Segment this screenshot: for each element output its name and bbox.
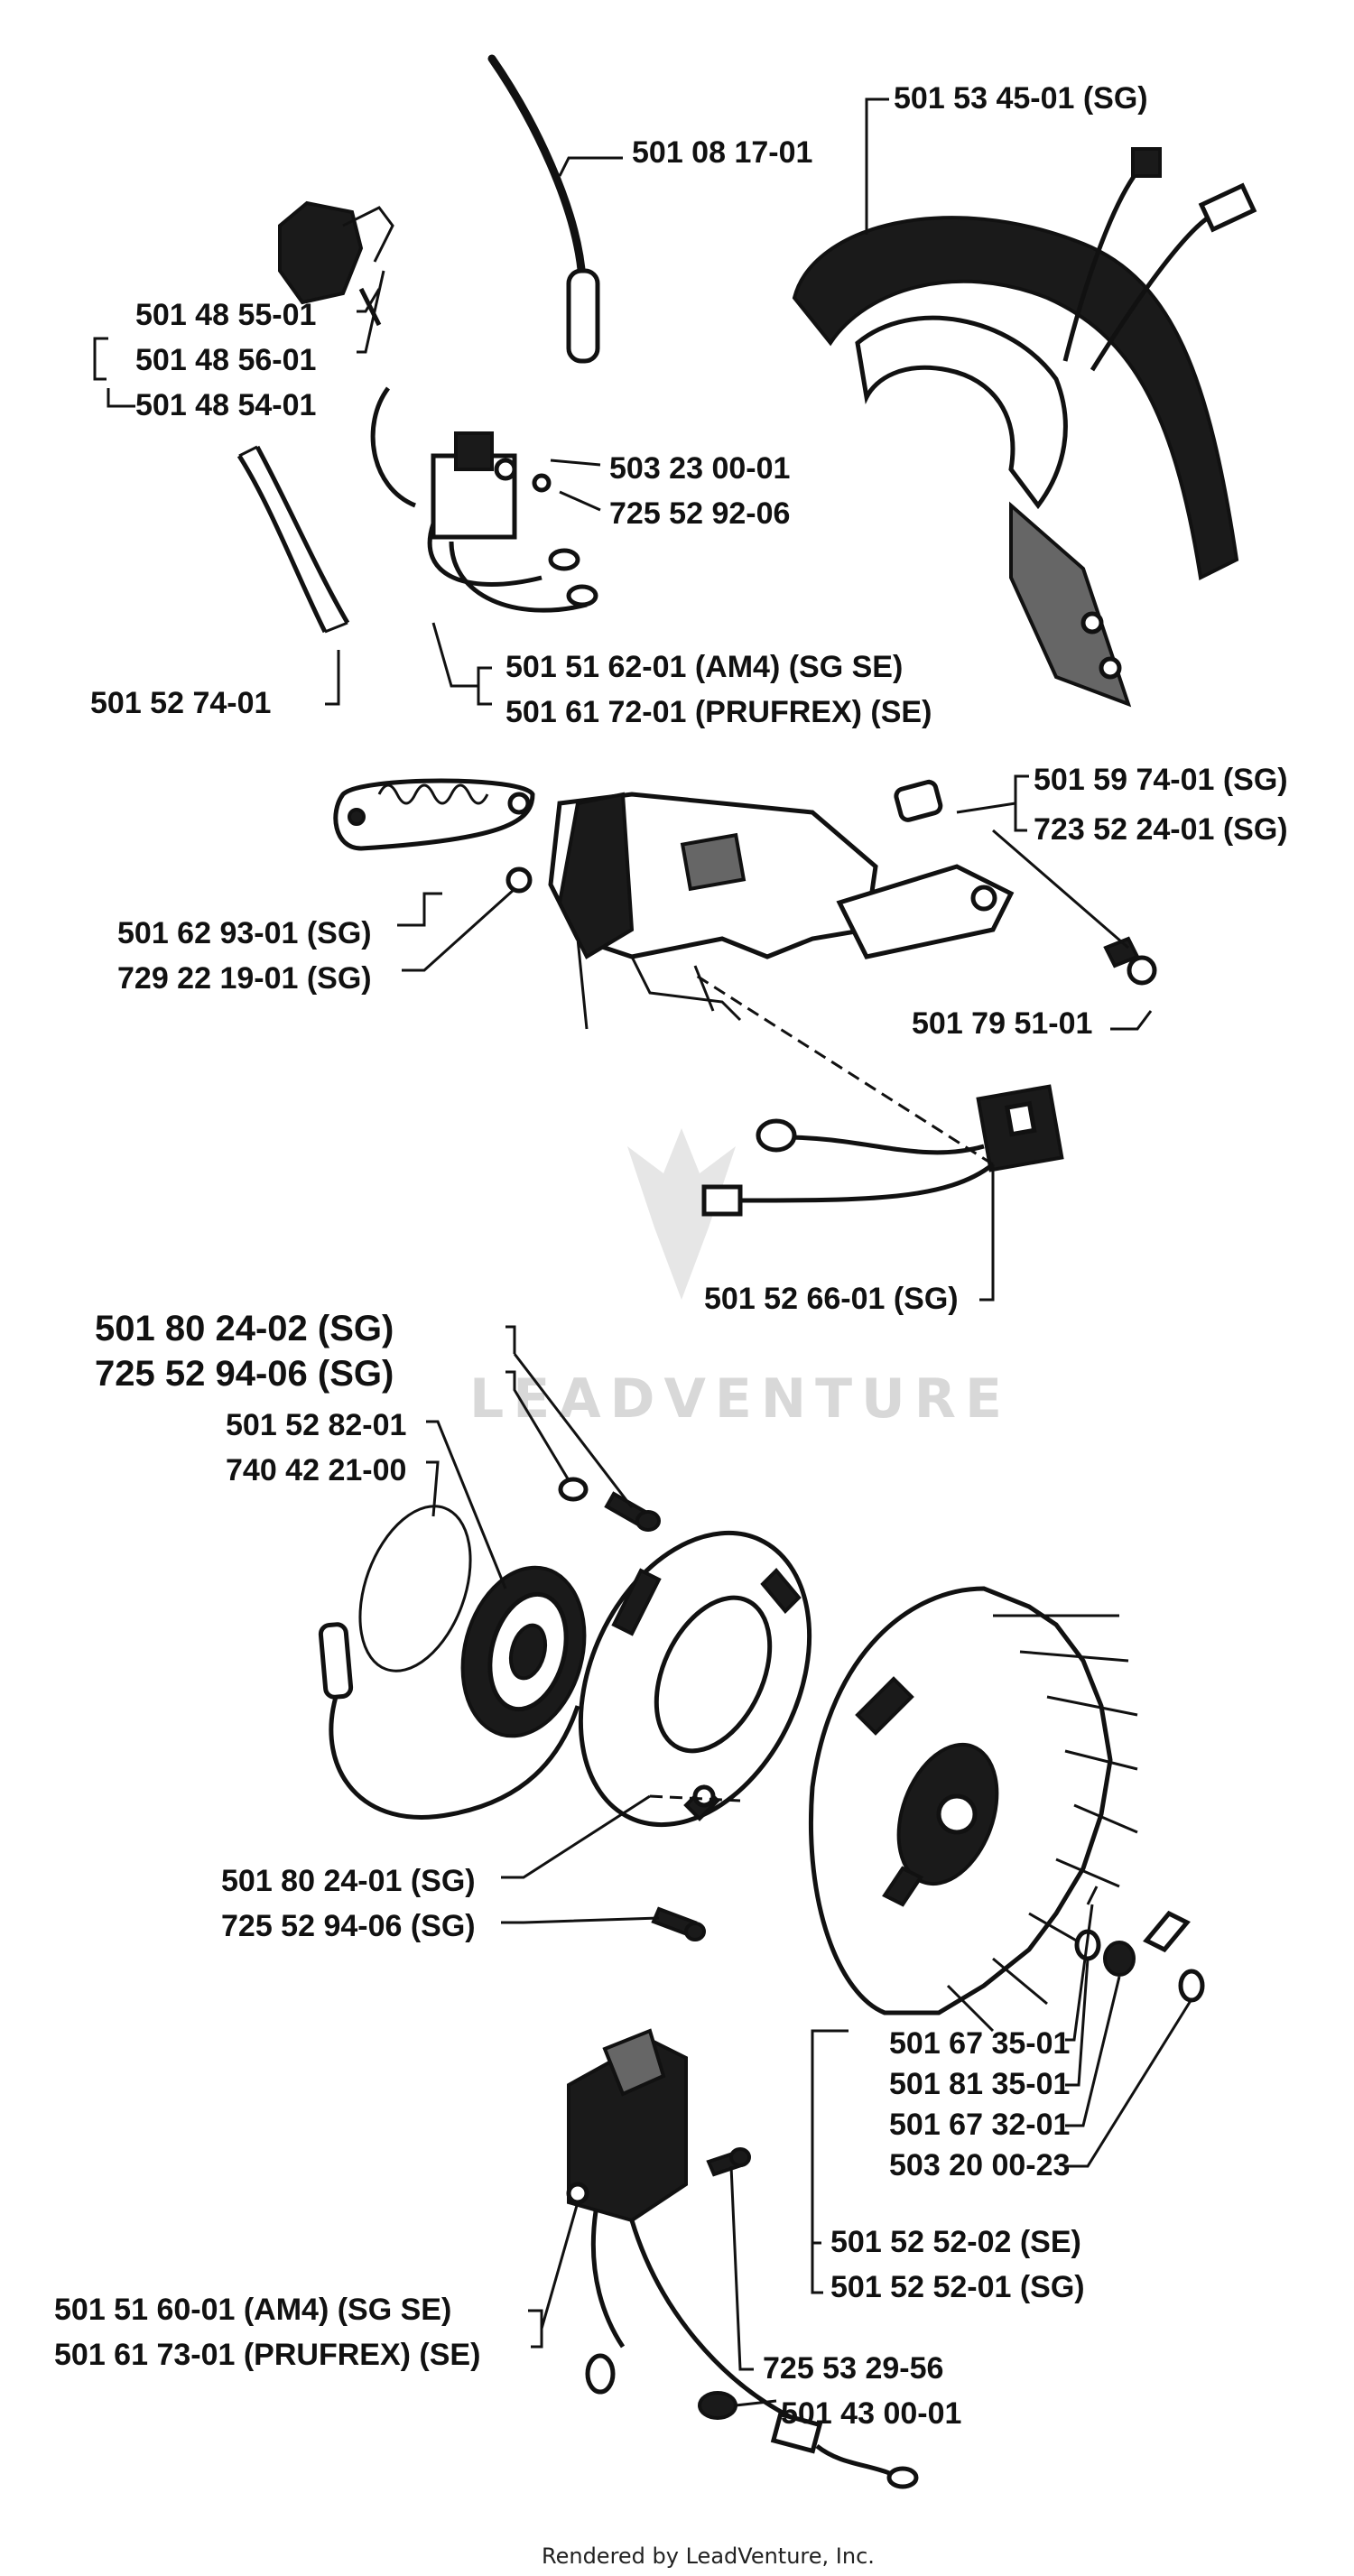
leader-lines: [93, 97, 1193, 2407]
label-740-42-21-00[interactable]: 740 42 21-00: [226, 1453, 406, 1487]
label-501-62-93-01[interactable]: 501 62 93-01 (SG): [117, 916, 372, 950]
module-screw-part[interactable]: [706, 2147, 751, 2177]
seal-part[interactable]: [445, 1553, 603, 1749]
label-501-59-74-01[interactable]: 501 59 74-01 (SG): [1034, 763, 1288, 797]
label-501-51-60-01[interactable]: 501 51 60-01 (AM4) (SG SE): [54, 2293, 451, 2327]
o-ring-part[interactable]: [339, 1491, 491, 1686]
label-503-23-00-01[interactable]: 503 23 00-01: [609, 451, 790, 486]
label-501-61-73-01[interactable]: 501 61 73-01 (PRUFREX) (SE): [54, 2338, 480, 2372]
label-501-52-66-01[interactable]: 501 52 66-01 (SG): [704, 1282, 959, 1316]
crankcase-part: [548, 792, 878, 1030]
label-501-48-56-01[interactable]: 501 48 56-01: [135, 343, 316, 377]
label-725-53-29-56[interactable]: 725 53 29-56: [763, 2351, 943, 2386]
label-501-52-82-01[interactable]: 501 52 82-01: [226, 1408, 406, 1442]
bracket-plate-part[interactable]: [333, 778, 535, 851]
rubber-spacer-part[interactable]: [894, 779, 943, 822]
watermark: LEADVENTURE: [469, 1128, 1011, 1431]
label-501-53-45-01[interactable]: 501 53 45-01 (SG): [894, 81, 1148, 116]
switch-module-part[interactable]: [370, 386, 598, 613]
label-729-22-19-01[interactable]: 729 22 19-01 (SG): [117, 961, 372, 996]
washer-part[interactable]: [558, 1477, 589, 1502]
grommet-part[interactable]: [698, 2391, 919, 2489]
bracket-screw-part[interactable]: [505, 866, 533, 894]
label-501-67-35-01[interactable]: 501 67 35-01: [889, 2026, 1070, 2061]
label-501-08-17-01[interactable]: 501 08 17-01: [632, 135, 812, 170]
ht-cable-part[interactable]: [487, 54, 600, 364]
connector-block-part[interactable]: [701, 1084, 1064, 1217]
stator-screw-part[interactable]: [651, 1906, 706, 1941]
label-501-80-24-01[interactable]: 501 80 24-01 (SG): [221, 1864, 476, 1898]
label-501-79-51-01[interactable]: 501 79 51-01: [912, 1006, 1092, 1041]
label-501-81-35-01[interactable]: 501 81 35-01: [889, 2067, 1070, 2101]
trigger-wire-part[interactable]: [318, 1622, 580, 1820]
ignition-module-part[interactable]: [566, 2028, 796, 2422]
nut-part[interactable]: [1103, 1941, 1136, 1977]
label-501-52-74-01[interactable]: 501 52 74-01: [90, 686, 271, 720]
label-503-20-00-23[interactable]: 503 20 00-23: [889, 2148, 1070, 2182]
short-cable-part[interactable]: [236, 445, 350, 634]
flywheel-cover-part[interactable]: [792, 147, 1257, 708]
label-501-52-52-01[interactable]: 501 52 52-01 (SG): [830, 2270, 1085, 2304]
part-labels: 501 08 17-01 501 53 45-01 (SG) 501 48 55…: [54, 81, 1288, 2431]
label-501-52-52-02[interactable]: 501 52 52-02 (SE): [830, 2225, 1081, 2259]
footer-credit: Rendered by LeadVenture, Inc.: [542, 2544, 875, 2569]
label-501-48-54-01[interactable]: 501 48 54-01: [135, 388, 316, 422]
label-501-67-32-01[interactable]: 501 67 32-01: [889, 2108, 1070, 2142]
watermark-logo: [627, 1128, 736, 1300]
label-725-52-94-06-top[interactable]: 725 52 94-06 (SG): [95, 1354, 394, 1394]
label-723-52-24-01[interactable]: 723 52 24-01 (SG): [1034, 812, 1288, 847]
label-501-51-62-01[interactable]: 501 51 62-01 (AM4) (SG SE): [505, 650, 903, 684]
flywheel-part: [808, 1586, 1138, 2033]
spark-plug-boot-part[interactable]: [278, 200, 394, 327]
label-501-43-00-01[interactable]: 501 43 00-01: [781, 2396, 961, 2431]
key-part[interactable]: [1086, 1886, 1099, 1905]
watermark-text: LEADVENTURE: [469, 1367, 1011, 1431]
label-501-48-55-01[interactable]: 501 48 55-01: [135, 298, 316, 332]
label-501-80-24-02[interactable]: 501 80 24-02 (SG): [95, 1309, 394, 1348]
label-725-52-92-06[interactable]: 725 52 92-06: [609, 496, 790, 531]
stud-part[interactable]: [1143, 1910, 1205, 2003]
label-501-61-72-01[interactable]: 501 61 72-01 (PRUFREX) (SE): [505, 695, 932, 729]
stator-ring-part[interactable]: [536, 1496, 854, 1861]
side-bracket-part[interactable]: [836, 864, 1157, 986]
screw-part[interactable]: [604, 1491, 661, 1532]
label-725-52-94-06-bottom[interactable]: 725 52 94-06 (SG): [221, 1909, 476, 1943]
